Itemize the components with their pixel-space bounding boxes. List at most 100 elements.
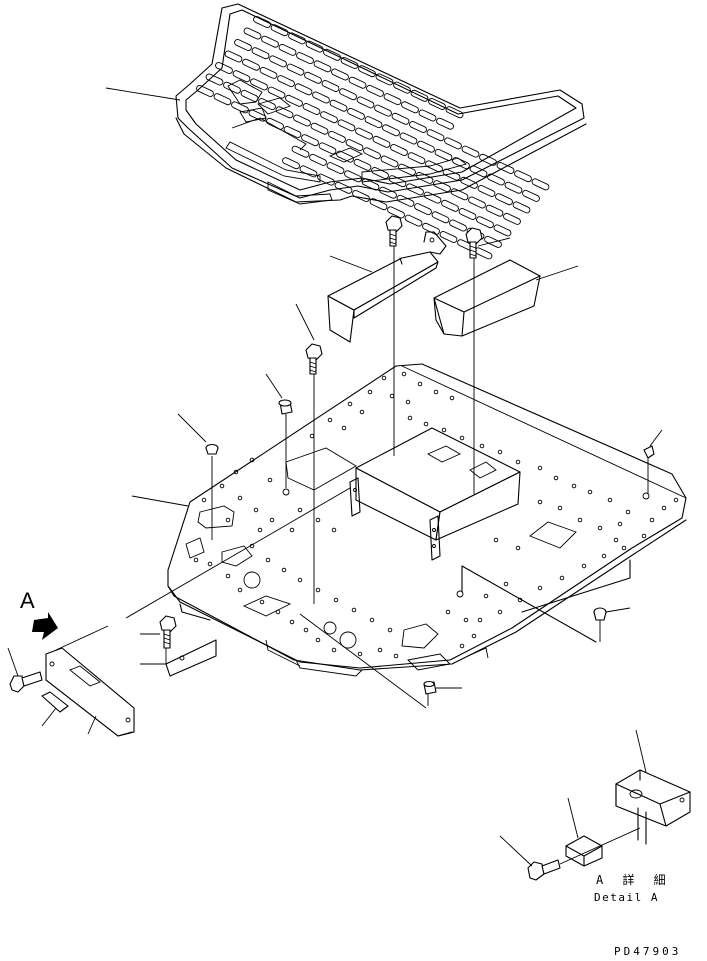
mat-slot <box>404 214 423 227</box>
plate-hole <box>553 475 559 481</box>
mat-slot <box>242 58 260 71</box>
mat-slot <box>399 132 418 145</box>
mat-slot <box>326 162 345 175</box>
plate-hole <box>559 575 565 581</box>
mat-slot <box>286 63 305 76</box>
plate-hole <box>297 507 303 513</box>
cover-right <box>433 259 541 337</box>
plate-hole <box>219 483 225 489</box>
mat-slot <box>302 103 321 115</box>
mat-slot <box>301 134 319 147</box>
mat-slot <box>243 27 262 40</box>
mat-slot <box>496 162 515 174</box>
mat-slot <box>296 52 314 65</box>
mat-slot <box>418 109 437 122</box>
mat-slot <box>363 147 381 160</box>
plate-hole <box>471 633 477 639</box>
bolt-plate <box>305 343 323 375</box>
bolt-cover-left <box>385 215 403 247</box>
plate-hole <box>347 401 353 407</box>
plate-hole <box>497 609 503 615</box>
plate-hole <box>233 469 239 475</box>
mat-slot <box>477 185 496 197</box>
mat-slot <box>309 153 327 166</box>
mat-slot <box>277 75 295 88</box>
mat-slot <box>205 73 224 86</box>
mat-slot <box>248 109 267 122</box>
mat-slot <box>304 71 322 84</box>
plate-hole <box>269 517 275 523</box>
mat-slot <box>285 94 303 107</box>
bolt-right-small <box>643 445 655 459</box>
bolt-cover-right <box>465 227 483 259</box>
mat-slot <box>310 122 329 135</box>
mat-slot <box>398 163 416 176</box>
plate-hole <box>537 465 543 471</box>
plate-hole <box>225 517 231 523</box>
view-arrow <box>32 612 58 640</box>
plate-hole <box>445 609 451 615</box>
mat-slot <box>253 16 271 28</box>
plate-hole <box>621 545 627 551</box>
plate-hole <box>289 619 295 625</box>
plate-hole <box>369 617 375 623</box>
plug-cap <box>205 443 219 455</box>
detail-a-inset <box>527 769 691 881</box>
mat-slot <box>240 89 259 102</box>
plate-hole <box>493 537 499 543</box>
plate-hole <box>259 599 265 605</box>
plate-hole <box>463 617 469 623</box>
mat-slot <box>417 140 435 153</box>
plate-hole <box>537 585 543 591</box>
mat-slot <box>380 155 399 168</box>
mat-slot <box>356 96 375 109</box>
mat-slot <box>364 116 383 129</box>
plate-hole <box>359 409 365 415</box>
plate-hole <box>267 477 273 483</box>
mat-slot <box>450 188 469 201</box>
mat-slot <box>426 129 445 142</box>
plate-hole <box>515 545 521 551</box>
plate-hole <box>331 647 337 653</box>
cutout <box>197 505 235 529</box>
plate-hole <box>393 653 399 659</box>
mat-slot <box>476 216 494 229</box>
mat-slot <box>347 107 365 120</box>
plate-hole <box>405 399 411 405</box>
mat-slot <box>461 145 480 158</box>
plate-hole <box>253 507 259 513</box>
mat-slot <box>407 152 426 165</box>
mat-slot <box>232 70 251 83</box>
mat-slot <box>422 222 440 235</box>
plate-hole <box>557 505 563 511</box>
mat-slot <box>495 193 513 206</box>
screw-side <box>9 671 43 693</box>
mat-slot <box>267 86 286 99</box>
mat-slot <box>433 180 451 193</box>
mat-slot <box>270 24 289 37</box>
plate-hole <box>225 573 231 579</box>
mat-slot <box>423 191 442 204</box>
bolt-lower-right <box>593 607 607 621</box>
mat-slot <box>512 201 531 214</box>
mat-slot <box>504 181 523 194</box>
mat-slot <box>441 199 459 212</box>
mat-slot <box>337 119 356 132</box>
rubber-strip <box>41 691 69 713</box>
mat-slot <box>458 208 477 220</box>
mat-slot <box>493 224 512 237</box>
plate-hole <box>381 375 387 381</box>
detail-clip <box>565 835 603 867</box>
mat-slot <box>514 170 532 183</box>
plate-hole <box>503 581 509 587</box>
plate-hole <box>315 517 321 523</box>
mat-slot <box>340 57 359 69</box>
plate-hole <box>433 389 439 395</box>
view-label-a: A <box>20 588 35 613</box>
detail-caption-english: Detail A <box>594 891 659 904</box>
plate-hole <box>333 597 339 603</box>
cover-left <box>327 231 447 343</box>
mat-slot <box>234 39 252 51</box>
plate-hole <box>641 533 647 539</box>
